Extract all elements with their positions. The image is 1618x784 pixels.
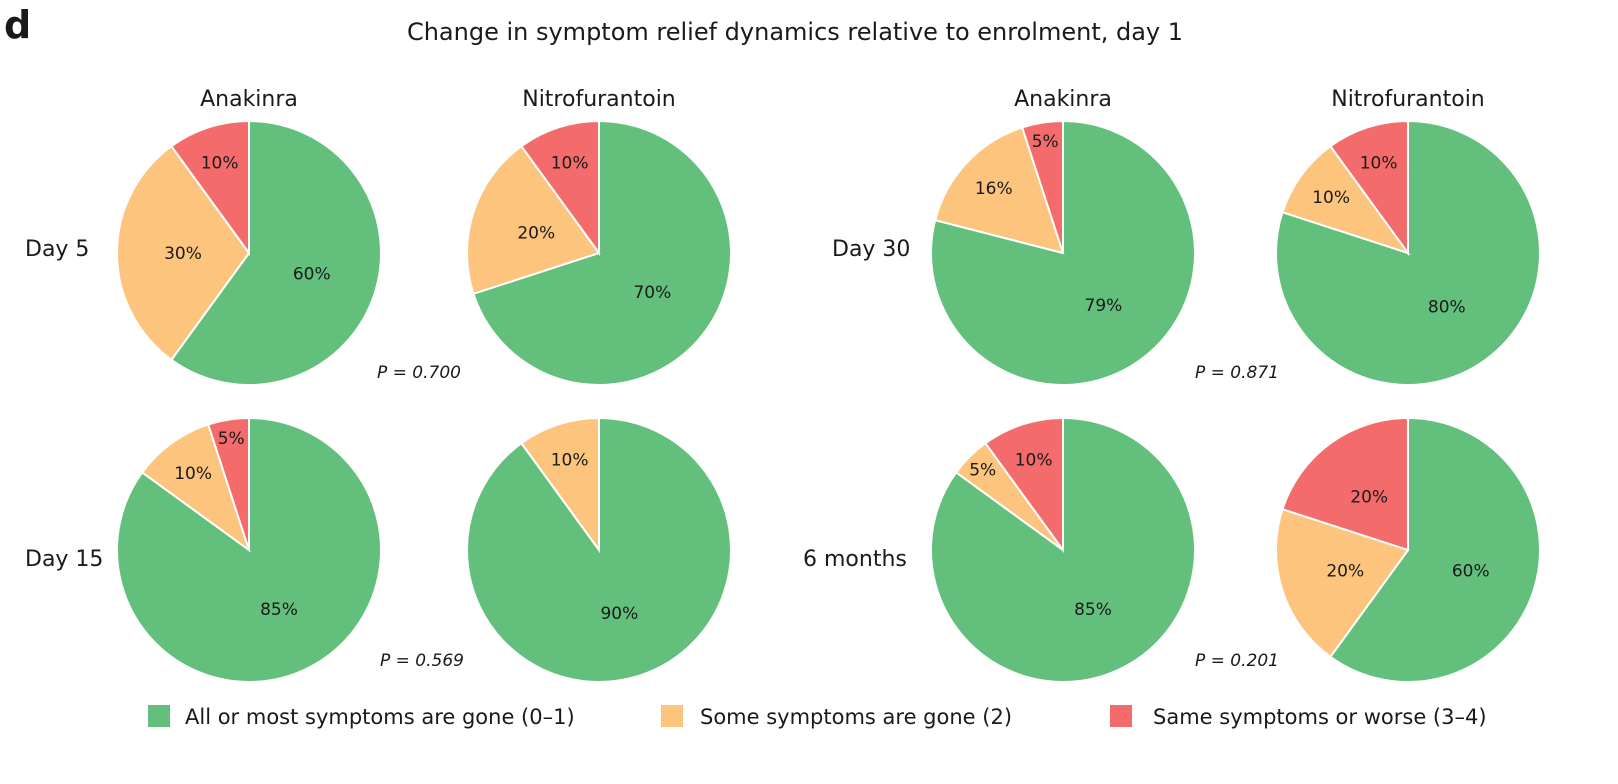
pie-label-green: 60%: [1452, 561, 1490, 581]
pie-label-orange: 5%: [969, 461, 996, 481]
pie-label-green: 85%: [1074, 600, 1112, 620]
pie-label-green: 70%: [633, 283, 671, 303]
legend: All or most symptoms are gone (0–1) Some…: [148, 705, 1487, 729]
row-label-day-5: Day 5: [25, 237, 89, 262]
column-title-anakinra-left: Anakinra: [200, 87, 298, 112]
pie-slice-orange: [1281, 144, 1411, 255]
pie-slice-red: [520, 119, 600, 257]
column-title-anakinra-right: Anakinra: [1014, 87, 1112, 112]
row-label-day-30: Day 30: [832, 237, 910, 262]
pie-label-red: 10%: [1015, 451, 1053, 471]
row-label-6-months: 6 months: [803, 547, 907, 572]
pie-label-orange: 20%: [1326, 561, 1364, 581]
pie-slice-green: [170, 119, 382, 386]
pie-label-green: 60%: [293, 264, 331, 284]
pie-label-red: 10%: [551, 154, 589, 174]
row-label-day-15: Day 15: [25, 547, 103, 572]
pie-label-red: 10%: [1360, 154, 1398, 174]
pie-label-green: 79%: [1085, 296, 1123, 316]
pie-label-orange: 10%: [1312, 188, 1350, 208]
column-title-nitrofurantoin-left: Nitrofurantoin: [522, 87, 676, 112]
pies: 60% 30% 10% 70% 20% 10% 85% 10% 5% 90% 10% 79% 16% 5%…: [116, 119, 1541, 683]
pie-slice-orange: [140, 423, 251, 553]
pie-label-orange: 30%: [164, 244, 202, 264]
pie-slice-orange: [520, 416, 600, 554]
pie-slice-red: [984, 416, 1064, 554]
legend-label-red: Same symptoms or worse (3–4): [1153, 705, 1487, 729]
pie-label-orange: 10%: [551, 451, 589, 471]
pie-label-orange: 16%: [975, 179, 1013, 199]
pie-slice-orange: [466, 144, 601, 296]
p-value-day-15: P = 0.569: [380, 651, 464, 671]
p-value-day-30: P = 0.871: [1195, 363, 1279, 383]
pie-label-red: 10%: [201, 154, 239, 174]
pie-slice-red: [206, 416, 250, 551]
pie-label-red: 5%: [218, 429, 245, 449]
pie-slice-green: [472, 119, 732, 386]
pie-slice-orange: [1275, 507, 1410, 659]
p-value-day-5: P = 0.700: [377, 363, 461, 383]
pie-label-green: 85%: [260, 600, 298, 620]
chart-title: Change in symptom relief dynamics relati…: [407, 18, 1183, 46]
pie-slice-green: [1329, 416, 1541, 683]
legend-label-orange: Some symptoms are gone (2): [700, 705, 1012, 729]
pie-label-red: 20%: [1350, 488, 1388, 508]
pie-label-red: 5%: [1032, 132, 1059, 152]
pie-slice-red: [170, 119, 250, 257]
legend-label-green: All or most symptoms are gone (0–1): [185, 705, 575, 729]
pie-slice-red: [1281, 416, 1409, 552]
pie-slice-orange: [933, 126, 1065, 255]
pie-label-orange: 10%: [174, 464, 212, 484]
legend-swatch-red: [1110, 705, 1132, 727]
pie-label-green: 80%: [1428, 297, 1466, 317]
pie-label-green: 90%: [600, 604, 638, 624]
pie-slice-orange: [116, 144, 251, 362]
pie-slice-red: [1020, 119, 1064, 254]
legend-swatch-green: [148, 705, 170, 727]
legend-swatch-orange: [661, 705, 683, 727]
pie-label-orange: 20%: [517, 224, 555, 244]
panel-letter: d: [4, 3, 31, 47]
pie-slice-red: [1329, 119, 1409, 257]
p-value-6-months: P = 0.201: [1195, 651, 1279, 671]
column-title-nitrofurantoin-right: Nitrofurantoin: [1331, 87, 1485, 112]
